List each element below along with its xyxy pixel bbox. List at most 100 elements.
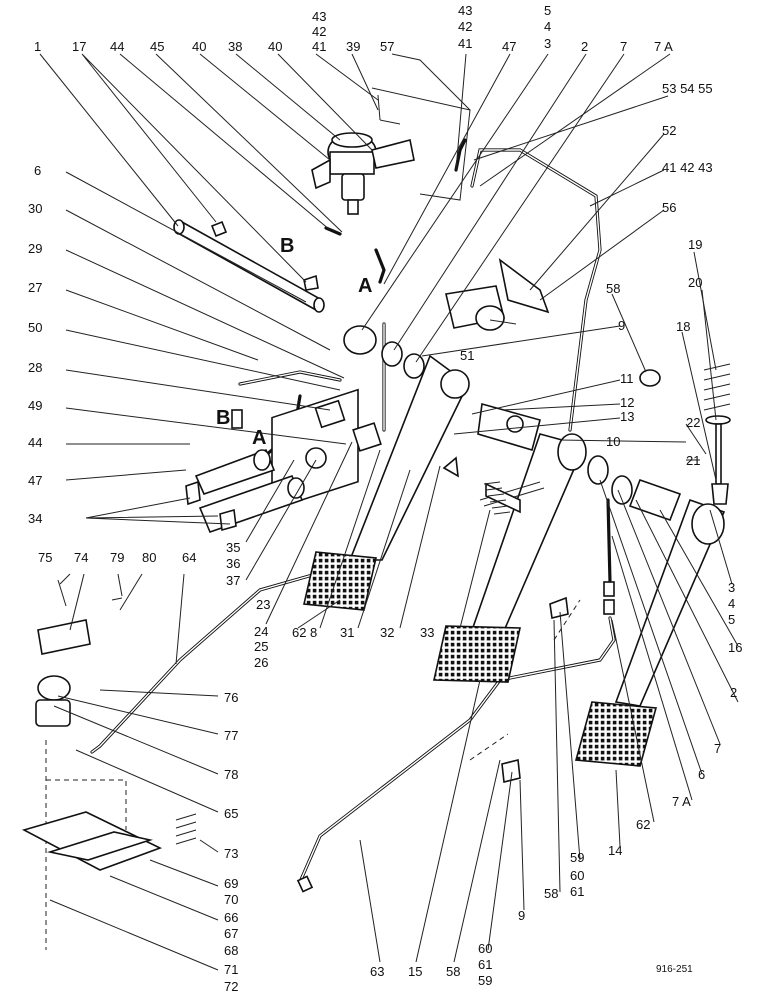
callout: 61	[570, 884, 584, 899]
callout: 33	[420, 625, 434, 640]
callout: 64	[182, 550, 196, 565]
auxiliary-assembly-left	[21, 573, 197, 950]
callout: 30	[28, 201, 42, 216]
reservoir-assembly	[311, 87, 471, 215]
callout: 29	[28, 241, 42, 256]
callout: 7	[620, 39, 627, 54]
callout: 7 A	[654, 39, 673, 54]
callout: 3	[728, 580, 735, 595]
callout: 61	[478, 957, 492, 972]
pedal-right	[574, 455, 726, 767]
callout: 74	[74, 550, 88, 565]
callout: 57	[380, 39, 394, 54]
callout: 71	[224, 962, 238, 977]
callout: 8	[310, 625, 317, 640]
callout: 41	[312, 39, 326, 54]
marker-a-mid: A	[252, 427, 266, 449]
callout: 1	[34, 39, 41, 54]
callout-numbers: 43 42 41 43 42 41 5 4 3 1 17 44 45 40 38…	[28, 3, 742, 994]
callout: 41	[458, 36, 472, 51]
callout: 24	[254, 624, 268, 639]
callout: 37	[226, 573, 240, 588]
callout: 73	[224, 846, 238, 861]
callout: 35	[226, 540, 240, 555]
callout: 51	[460, 348, 474, 363]
section-markers: B A B A	[216, 235, 372, 449]
callout: 28	[28, 360, 42, 375]
callout: 65	[224, 806, 238, 821]
callout: 31	[340, 625, 354, 640]
callout: 4	[544, 19, 551, 34]
callout: 39	[346, 39, 360, 54]
callout: 78	[224, 767, 238, 782]
callout: 34	[28, 511, 42, 526]
callout: 67	[224, 926, 238, 941]
callout: 26	[254, 655, 268, 670]
callout: 2	[581, 39, 588, 54]
callout: 70	[224, 892, 238, 907]
master-cylinders-left	[185, 388, 382, 534]
marker-b-top: B	[280, 235, 294, 257]
callout: 32	[380, 625, 394, 640]
callout: 66	[224, 910, 238, 925]
callout: 25	[254, 639, 268, 654]
callout: 52	[662, 123, 676, 138]
callout: 22	[686, 415, 700, 430]
callout: 59	[478, 973, 492, 988]
callout: 75	[38, 550, 52, 565]
callout: 59	[570, 850, 584, 865]
callout: 18	[676, 319, 690, 334]
spring-and-rod-right	[639, 363, 731, 505]
callout: 11	[620, 371, 634, 386]
callout: 36	[226, 556, 240, 571]
callout: 23	[256, 597, 270, 612]
marker-b-mid: B	[216, 407, 230, 429]
callout: 7	[714, 741, 721, 756]
callout: 6	[34, 163, 41, 178]
callout: 47	[502, 39, 516, 54]
callout: 62	[292, 625, 306, 640]
callout: 7 A	[672, 794, 691, 809]
callout: 19	[688, 237, 702, 252]
callout: 27	[28, 280, 42, 295]
callout: 21	[686, 453, 700, 468]
callout: 79	[110, 550, 124, 565]
callout: 62	[636, 817, 650, 832]
spring-centre	[483, 481, 511, 515]
callout: 9	[518, 908, 525, 923]
callout: 69	[224, 876, 238, 891]
callout: 53 54 55	[662, 81, 713, 96]
callout: 5	[544, 3, 551, 18]
callout: 60	[570, 868, 584, 883]
callout: 17	[72, 39, 86, 54]
pipe-clips	[469, 596, 581, 783]
callout: 13	[620, 409, 634, 424]
pedal-left	[303, 325, 470, 611]
callout: 47	[28, 473, 42, 488]
callout: 80	[142, 550, 156, 565]
callout: 68	[224, 943, 238, 958]
valve-and-bracket	[445, 258, 550, 452]
leader-lines	[39, 53, 739, 971]
callout: 44	[28, 435, 42, 450]
callout: 16	[728, 640, 742, 655]
marker-a-top: A	[358, 275, 372, 297]
callout: 20	[688, 275, 702, 290]
callout: 3	[544, 36, 551, 51]
callout: 76	[224, 690, 238, 705]
callout: 43	[458, 3, 472, 18]
cross-shaft	[173, 219, 325, 313]
callout: 45	[150, 39, 164, 54]
callout: 2	[730, 685, 737, 700]
callout: 50	[28, 320, 42, 335]
drawing-reference: 916-251	[656, 964, 693, 975]
pedal-centre	[433, 433, 587, 683]
callout: 56	[662, 200, 676, 215]
callout: 44	[110, 39, 124, 54]
callout: 42	[458, 19, 472, 34]
callout: 58	[606, 281, 620, 296]
callout: 14	[608, 843, 622, 858]
callout: 58	[446, 964, 460, 979]
